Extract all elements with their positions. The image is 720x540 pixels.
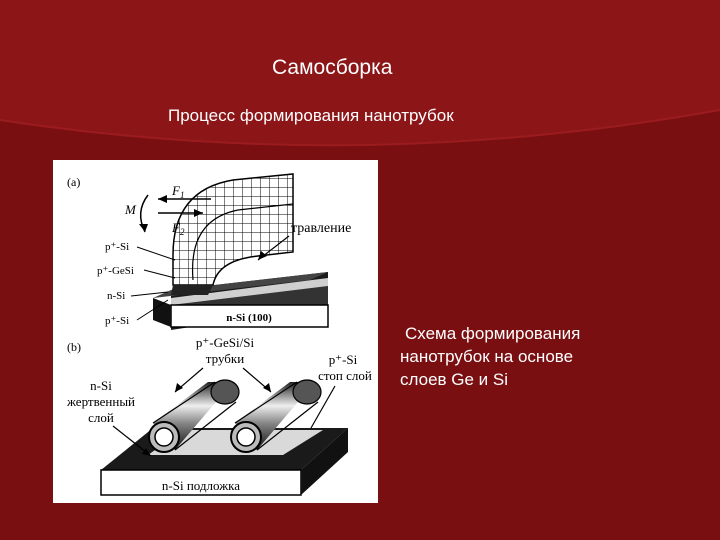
panel-a-force-arrows <box>139 194 211 233</box>
layer-label-3: n-Si <box>107 290 125 302</box>
etch-label: травление <box>291 221 351 236</box>
figure-drawing: (a) n-Si (100) F1 F2 M <box>66 173 372 496</box>
layer-label-4: p⁺-Si <box>105 315 129 327</box>
force-1-label: F1 <box>171 183 184 200</box>
etch-pointer-head <box>258 251 267 260</box>
moment-label: M <box>124 202 137 217</box>
caption-line-1: Схема формирования <box>405 324 581 343</box>
sacrificial-line3: слой <box>88 410 114 425</box>
panel-b-tag: (b) <box>67 340 81 354</box>
stop-layer-pointer <box>310 385 336 429</box>
tubes-pointer-head-left <box>175 383 183 392</box>
slide-title: Самосборка <box>272 56 393 79</box>
caption-line-2: нанотрубок на основе <box>400 347 574 366</box>
layer-label-1: p⁺-Si <box>105 241 129 253</box>
panel-a-rolling-sheet <box>171 173 294 295</box>
tubes-label-line1: p⁺-GeSi/Si <box>196 335 255 350</box>
layer-label-2: p⁺-GeSi <box>97 265 134 277</box>
sacrificial-pointer-head <box>142 448 151 456</box>
caption-line-3: слоев Ge и Si <box>400 370 509 389</box>
panel-b-substrate-label: n-Si подложка <box>162 478 240 493</box>
stop-layer-line2: стоп слой <box>318 368 372 383</box>
nanotube-right <box>230 379 322 453</box>
sacrificial-line1: n-Si <box>90 378 112 393</box>
stop-layer-line1: p⁺-Si <box>329 352 358 367</box>
nanotube-figure: (a) n-Si (100) F1 F2 M <box>53 160 378 503</box>
panel-a-substrate-label: n-Si (100) <box>226 312 272 324</box>
figure-caption: Схема формирования нанотрубок на основе … <box>400 322 650 391</box>
tubes-label-line2: трубки <box>206 351 244 366</box>
layer-pointers <box>130 246 176 321</box>
tubes-pointer-head-right <box>263 383 271 392</box>
force-2-label: F2 <box>171 220 185 237</box>
panel-a-tag: (a) <box>67 175 80 189</box>
slide-subtitle: Процесс формирования нанотрубок <box>168 106 454 125</box>
sacrificial-line2: жертвенный <box>66 394 135 409</box>
nanotube-left <box>148 379 240 453</box>
